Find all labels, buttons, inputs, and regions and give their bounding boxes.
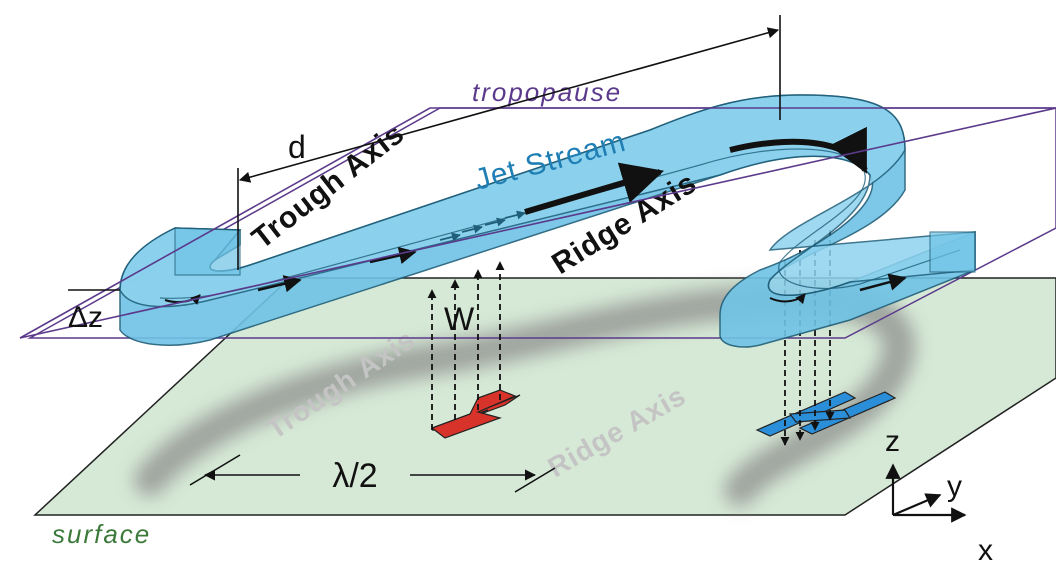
d-label: d — [288, 129, 306, 165]
axis-y-label: y — [947, 470, 962, 503]
delta-z-label: Δz — [68, 301, 103, 334]
upward-motion-arrows — [427, 261, 505, 430]
xyz-axes-icon — [885, 463, 967, 523]
low-pressure-marker — [430, 389, 521, 439]
axis-x-label: x — [978, 534, 993, 567]
axis-z-label: z — [885, 425, 900, 458]
surface-label: surface — [52, 519, 151, 549]
tropopause-label: tropopause — [472, 77, 622, 107]
lambda-half-label: λ/2 — [332, 457, 377, 495]
jet-small-arrows — [439, 210, 526, 242]
w-label: W — [444, 301, 475, 337]
d-arrow — [238, 27, 780, 183]
